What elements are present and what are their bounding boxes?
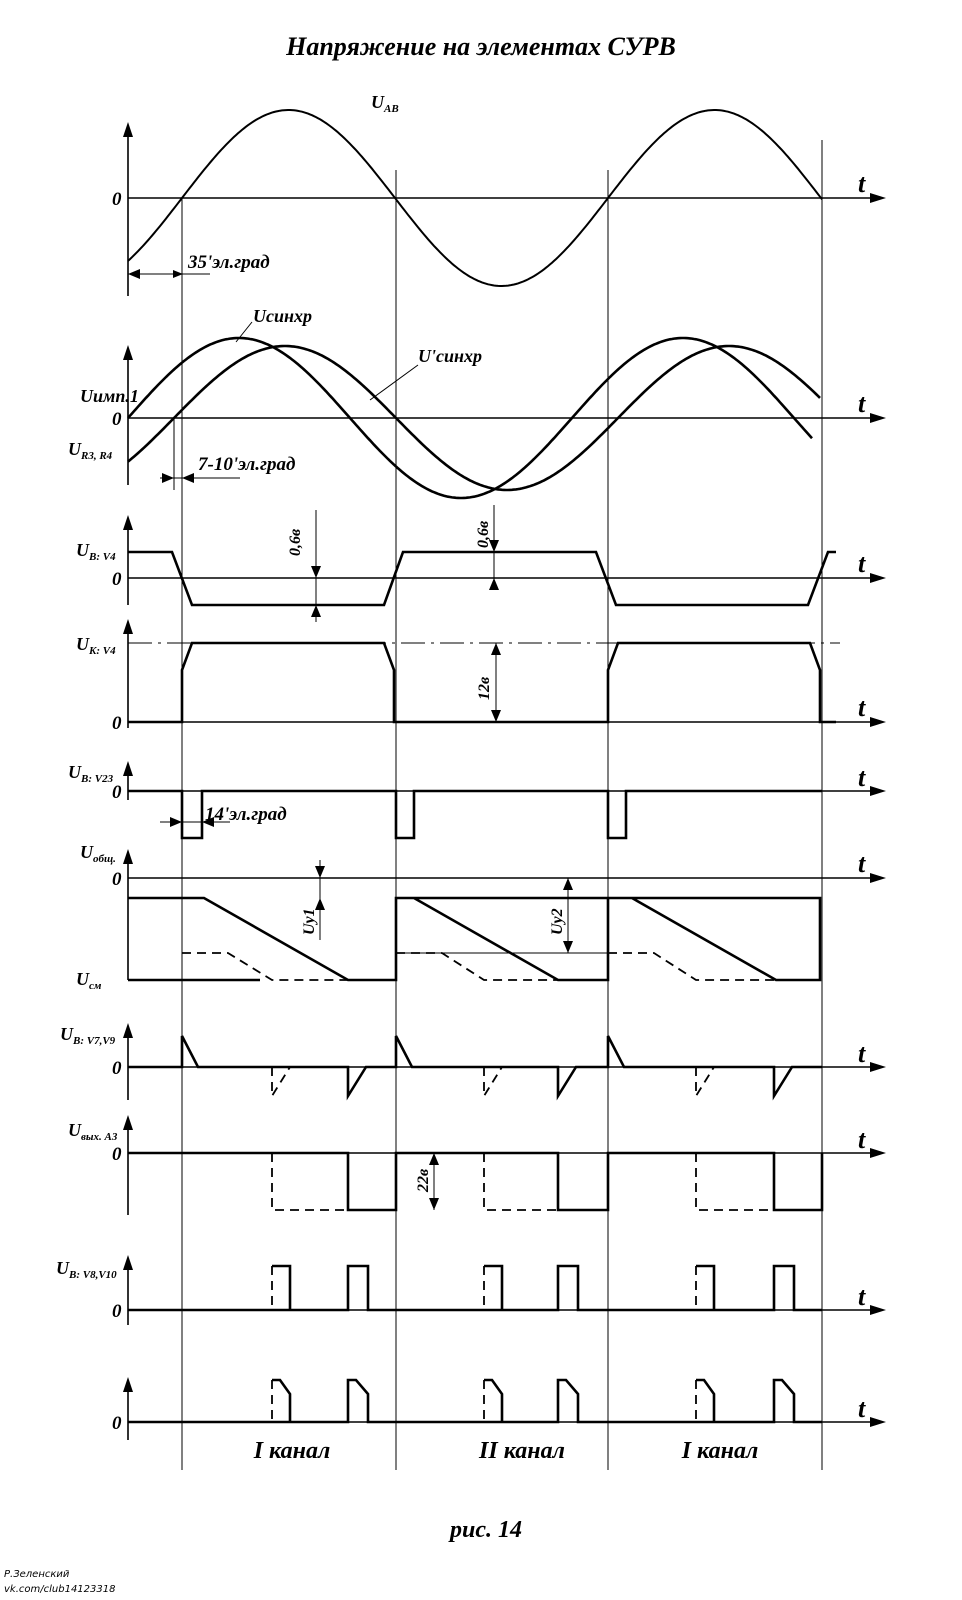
t-ubv810: t [858,1282,866,1311]
zero-ubv810: 0 [112,1301,122,1322]
annotation-06b: 0,6в [475,521,492,548]
leader-usync [235,321,253,343]
annotation-uy1: Uy1 [301,908,318,935]
panel-uobsh: 0 t Uобщ. Uсм Uy1 Uy2 [76,842,886,992]
annotation-uy2: Uy2 [549,908,566,935]
annotation-710deg: 7-10'эл.град [198,454,295,475]
annotation-22v: 22в [415,1169,432,1193]
label-uobsh: Uобщ. [80,842,116,865]
waveform-uvyx [128,1151,824,1212]
waveform-usync [127,336,813,500]
zero-usync: 0 [112,409,122,430]
signature-link: vk.com/club14123318 [4,1584,115,1595]
dashed-edges-output [271,1380,697,1422]
label-uab: UAB [371,92,399,115]
signature-name: Р.Зеленский [4,1569,70,1580]
dashed-steps-uvyx [271,1153,774,1211]
zero-ubv23: 0 [112,782,122,803]
waveform-ukv4 [128,641,836,724]
t-uobsh: t [858,849,866,878]
dashed-ramps-uobsh [182,952,776,981]
waveform-ubv810 [128,1264,822,1312]
label-usync: Uсинхр [253,306,312,326]
t-uvyx: t [858,1125,866,1154]
pulse-tops-output [272,1378,716,1422]
t-ubv79: t [858,1039,866,1068]
channel-label-1: I канал [253,1438,331,1464]
waveform-ubv23 [128,789,822,840]
figure-caption: рис. 14 [448,1517,522,1543]
panel-usync: 0 t Uсинхр U'синхр Uимп.1 UR3, R4 7-10'э… [68,306,886,500]
t-ubv4: t [858,549,866,578]
zero-uobsh: 0 [112,869,122,890]
label-usync-prime: U'синхр [418,346,482,366]
dashed-edges-ubv810 [271,1266,697,1310]
label-ubv79: UB: V7,V9 [60,1024,116,1047]
zero-ukv4: 0 [112,713,122,734]
label-ur: UR3, R4 [68,439,113,462]
panel-ubv79: 0 t UB: V7,V9 [60,1023,886,1101]
zero-uvyx: 0 [112,1144,122,1165]
panel-uvyx: 0 t Uвых. A3 22в [68,1115,886,1215]
leader-usync-prime [369,364,419,401]
label-ubv810: UB: V8,V10 [56,1258,117,1281]
annotation-06a: 0,6в [287,529,304,556]
waveform-ubv4 [128,550,836,607]
waveform-ubv79 [128,1035,822,1101]
waveform-uab [127,109,823,287]
zero-output: 0 [112,1413,122,1434]
annotation-12v: 12в [476,677,493,700]
t-ukv4: t [858,693,866,722]
channel-label-3: I канал [681,1438,759,1464]
pulse-tops-ubv810 [272,1264,716,1310]
label-ukv4: UK: V4 [76,634,116,657]
label-uvyx: Uвых. A3 [68,1120,118,1143]
panel-ubv23: 0 t UB: V23 14'эл.град [68,761,886,840]
zero-ubv4: 0 [112,569,122,590]
waveform-uobsh [128,896,822,982]
waveform-usync-prime [127,344,821,492]
t-usync: t [858,389,866,418]
panel-uab: 0 t UAB 35'эл.град [112,92,886,296]
panel-ukv4: 0 t UK: V4 12в [76,619,886,734]
annotation-14deg: 14'эл.град [205,804,287,825]
label-ubv4: UB: V4 [76,540,116,563]
annotation-35deg: 35'эл.град [187,252,270,273]
t-ubv23: t [858,763,866,792]
waveform-output [128,1378,822,1424]
t-uab: t [858,169,866,198]
zero-ubv79: 0 [112,1058,122,1079]
diagram-title: Напряжение на элементах СУРВ [285,32,676,61]
label-ubv23: UB: V23 [68,762,114,785]
dashed-pulses-ubv79 [271,1066,715,1100]
label-ucm: Uсм [76,969,102,992]
panel-ubv810: 0 t UB: V8,V10 [56,1255,886,1325]
label-uimp: Uимп.1 [80,386,139,406]
t-output: t [858,1394,866,1423]
panel-ubv4: 0 t UB: V4 0,6в 0,6в [76,505,886,622]
channel-label-2: II канал [478,1438,565,1464]
panel-output: 0 t [112,1377,886,1440]
zero-uab: 0 [112,189,122,210]
